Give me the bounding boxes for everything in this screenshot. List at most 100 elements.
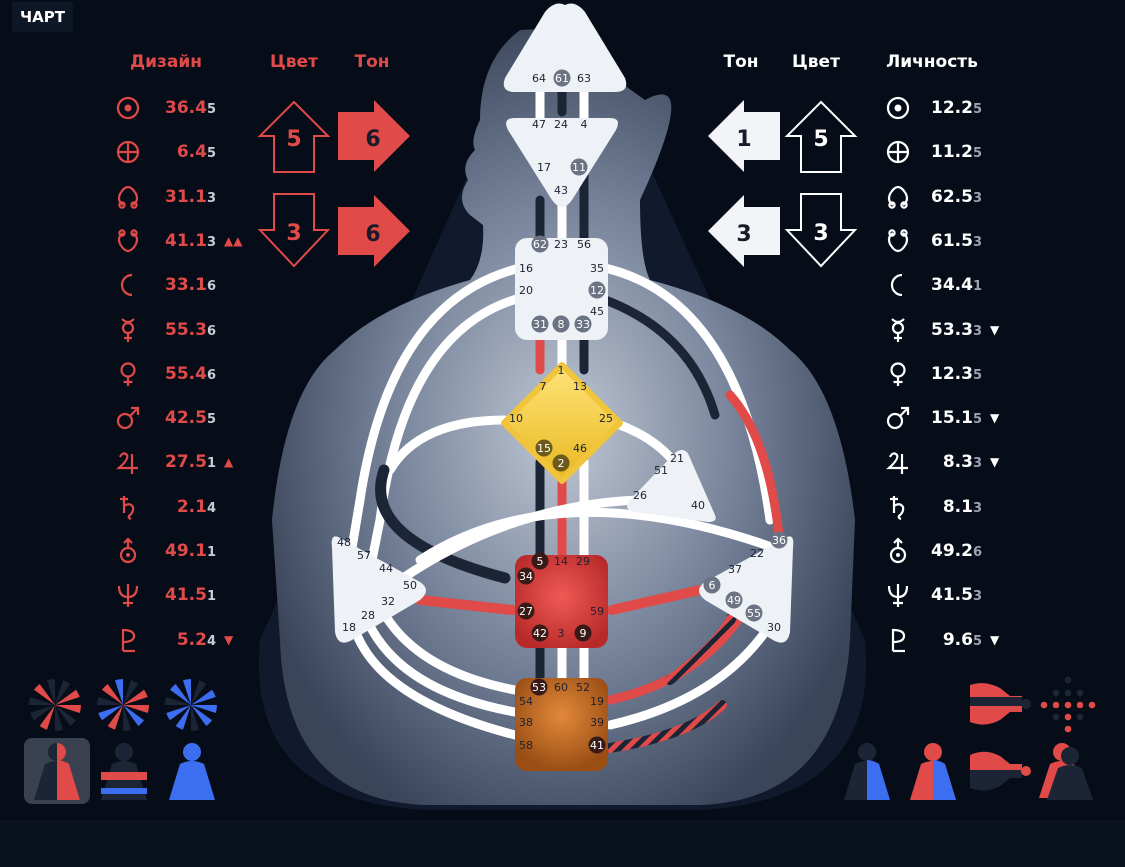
gate-49[interactable]: 49 xyxy=(725,591,743,609)
personality-wheel-button[interactable] xyxy=(165,679,217,731)
gate-11[interactable]: 11 xyxy=(570,158,588,176)
gate-58[interactable]: 58 xyxy=(519,739,533,752)
personality-planet-row[interactable]: 15.15▼ xyxy=(884,403,1004,433)
personality-planet-row[interactable]: 34.41 xyxy=(884,270,1004,300)
gate-28[interactable]: 28 xyxy=(361,609,375,622)
personality-planet-row[interactable]: 61.53 xyxy=(884,226,1004,256)
gate-21[interactable]: 21 xyxy=(670,452,684,465)
gate-54[interactable]: 54 xyxy=(519,695,533,708)
design-planet-row[interactable]: 55.46 xyxy=(114,359,238,389)
gate-1[interactable]: 1 xyxy=(558,364,565,377)
design-planet-row[interactable]: 6.45 xyxy=(114,137,238,167)
gate-62[interactable]: 62 xyxy=(531,235,549,253)
gate-35[interactable]: 35 xyxy=(590,262,604,275)
gate-37[interactable]: 37 xyxy=(728,563,742,576)
gate-30[interactable]: 30 xyxy=(767,621,781,634)
gate-4[interactable]: 4 xyxy=(581,118,588,131)
gate-41[interactable]: 41 xyxy=(588,736,606,754)
dots-grid-button[interactable] xyxy=(1040,676,1096,733)
gate-2[interactable]: 2 xyxy=(552,454,570,472)
gate-63[interactable]: 63 xyxy=(577,72,591,85)
gate-10[interactable]: 10 xyxy=(509,412,523,425)
gate-48[interactable]: 48 xyxy=(337,536,351,549)
gate-7[interactable]: 7 xyxy=(540,380,547,393)
split-figure-button[interactable] xyxy=(910,743,956,800)
gate-9[interactable]: 9 xyxy=(574,624,592,642)
variable-body-button[interactable] xyxy=(970,683,1031,725)
gate-8[interactable]: 8 xyxy=(552,315,570,333)
personality-planet-row[interactable]: 53.33▼ xyxy=(884,315,1004,345)
gate-61[interactable]: 61 xyxy=(553,69,571,87)
gate-18[interactable]: 18 xyxy=(342,621,356,634)
design-wheel-button[interactable] xyxy=(29,679,81,731)
gate-51[interactable]: 51 xyxy=(654,464,668,477)
gate-60[interactable]: 60 xyxy=(554,681,568,694)
gate-38[interactable]: 38 xyxy=(519,716,533,729)
gate-5[interactable]: 5 xyxy=(531,552,549,570)
personality-planet-row[interactable]: 12.25 xyxy=(884,93,1004,123)
mixed-wheel-button[interactable] xyxy=(97,679,149,731)
personality-body-button[interactable] xyxy=(169,743,215,800)
gate-15[interactable]: 15 xyxy=(535,439,553,457)
gate-23[interactable]: 23 xyxy=(554,238,568,251)
gate-26[interactable]: 26 xyxy=(633,489,647,502)
gate-32[interactable]: 32 xyxy=(381,595,395,608)
gate-22[interactable]: 22 xyxy=(750,547,764,560)
variable-figure-button[interactable] xyxy=(970,751,1031,791)
gate-56[interactable]: 56 xyxy=(577,238,591,251)
personality-planet-row[interactable]: 41.53 xyxy=(884,580,1004,610)
gate-29[interactable]: 29 xyxy=(576,555,590,568)
gate-39[interactable]: 39 xyxy=(590,716,604,729)
personality-planet-row[interactable]: 9.65▼ xyxy=(884,625,1004,655)
personality-planet-row[interactable]: 62.53 xyxy=(884,182,1004,212)
design-planet-row[interactable]: 42.55 xyxy=(114,403,238,433)
gate-20[interactable]: 20 xyxy=(519,284,533,297)
overlay-figure-button[interactable] xyxy=(1039,743,1093,800)
personality-planet-row[interactable]: 8.13 xyxy=(884,492,1004,522)
gate-14[interactable]: 14 xyxy=(554,555,568,568)
gate-12[interactable]: 12 xyxy=(588,281,606,299)
gate-31[interactable]: 31 xyxy=(531,315,549,333)
gate-25[interactable]: 25 xyxy=(599,412,613,425)
gate-17[interactable]: 17 xyxy=(537,161,551,174)
gate-53[interactable]: 53 xyxy=(530,678,548,696)
gate-64[interactable]: 64 xyxy=(532,72,546,85)
design-planet-row[interactable]: 5.24▼ xyxy=(114,625,238,655)
mixed-body-button[interactable] xyxy=(101,743,147,800)
gate-57[interactable]: 57 xyxy=(357,549,371,562)
personality-planet-row[interactable]: 8.33▼ xyxy=(884,447,1004,477)
design-planet-row[interactable]: 55.36 xyxy=(114,315,238,345)
gate-45[interactable]: 45 xyxy=(590,305,604,318)
design-body-button[interactable] xyxy=(24,738,90,804)
gate-33[interactable]: 33 xyxy=(574,315,592,333)
personality-figure-button[interactable] xyxy=(844,743,890,800)
gate-27[interactable]: 27 xyxy=(517,602,535,620)
gate-59[interactable]: 59 xyxy=(590,605,604,618)
personality-planet-row[interactable]: 11.25 xyxy=(884,137,1004,167)
gate-44[interactable]: 44 xyxy=(379,562,393,575)
design-planet-row[interactable]: 41.13▲▲ xyxy=(114,226,242,256)
personality-planet-row[interactable]: 12.35 xyxy=(884,359,1004,389)
gate-43[interactable]: 43 xyxy=(554,184,568,197)
gate-36[interactable]: 36 xyxy=(770,531,788,549)
design-planet-row[interactable]: 31.13 xyxy=(114,182,238,212)
gate-24[interactable]: 24 xyxy=(554,118,568,131)
design-planet-row[interactable]: 2.14 xyxy=(114,492,238,522)
gate-55[interactable]: 55 xyxy=(745,604,763,622)
gate-3[interactable]: 3 xyxy=(558,627,565,640)
gate-19[interactable]: 19 xyxy=(590,695,604,708)
gate-42[interactable]: 42 xyxy=(531,624,549,642)
gate-47[interactable]: 47 xyxy=(532,118,546,131)
gate-40[interactable]: 40 xyxy=(691,499,705,512)
gate-16[interactable]: 16 xyxy=(519,262,533,275)
gate-34[interactable]: 34 xyxy=(517,567,535,585)
design-planet-row[interactable]: 36.45 xyxy=(114,93,238,123)
personality-planet-row[interactable]: 49.26 xyxy=(884,536,1004,566)
gate-52[interactable]: 52 xyxy=(576,681,590,694)
design-planet-row[interactable]: 41.51 xyxy=(114,580,238,610)
design-planet-row[interactable]: 27.51▲ xyxy=(114,447,238,477)
gate-6[interactable]: 6 xyxy=(703,576,721,594)
gate-13[interactable]: 13 xyxy=(573,380,587,393)
gate-46[interactable]: 46 xyxy=(573,442,587,455)
gate-50[interactable]: 50 xyxy=(403,579,417,592)
